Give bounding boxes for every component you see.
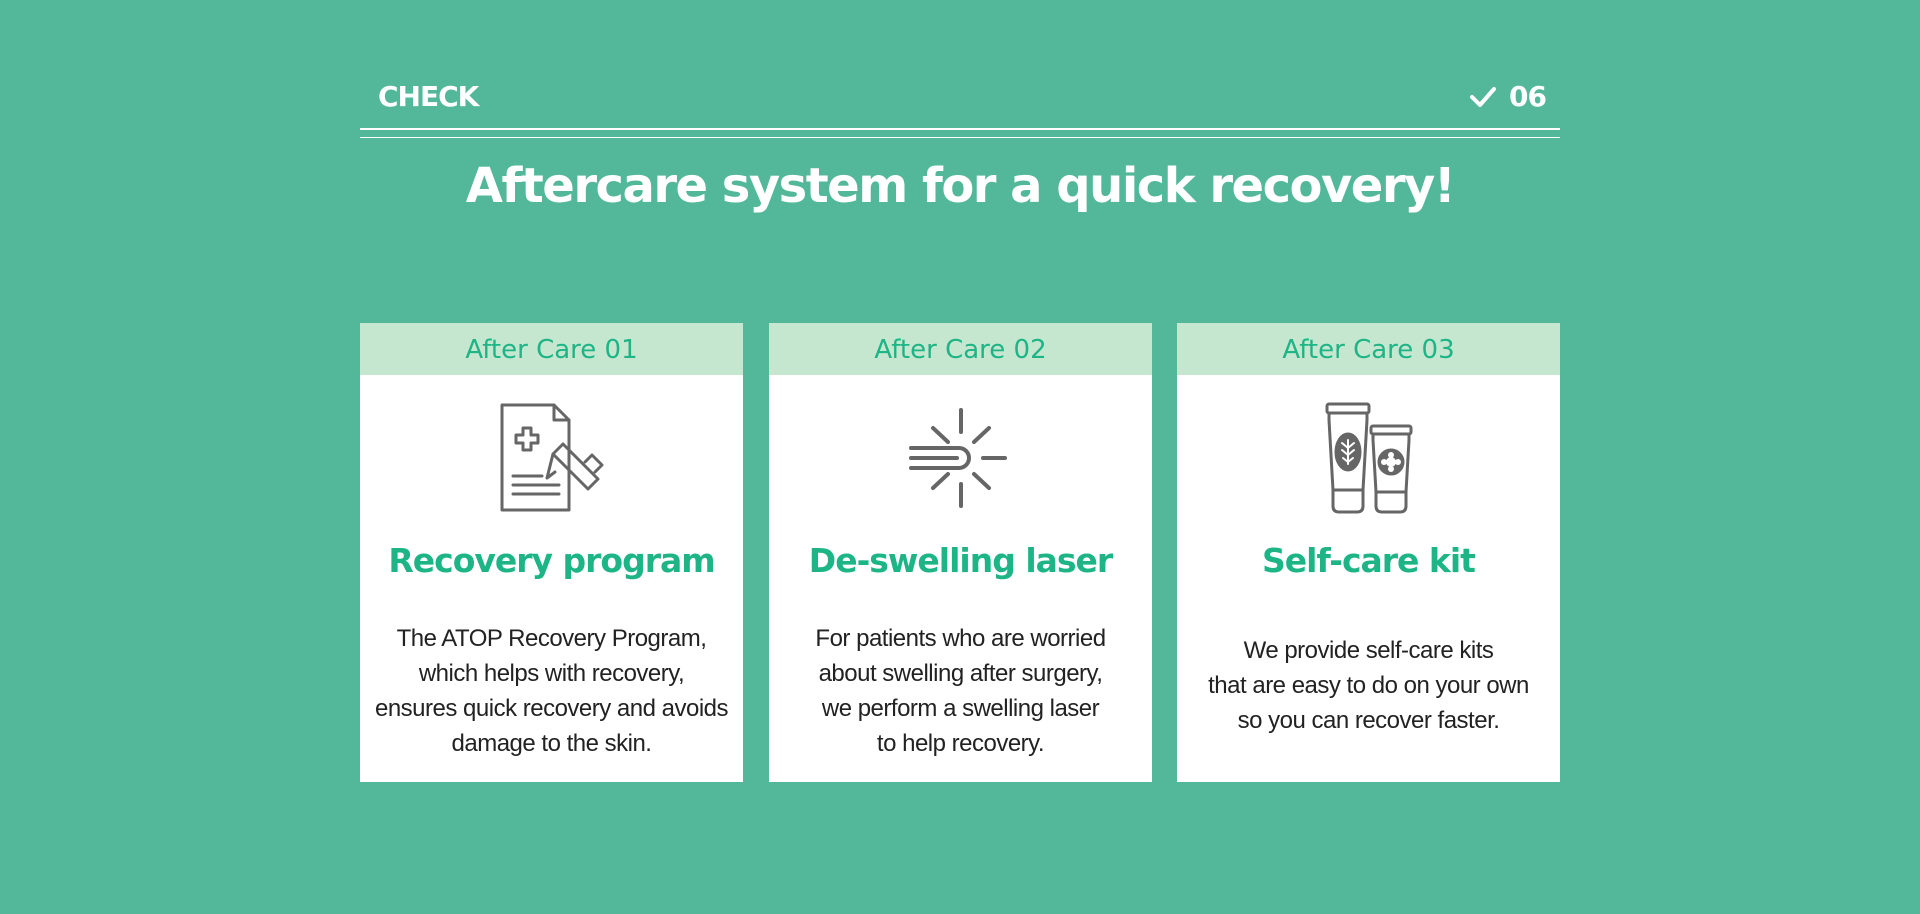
header-rule-top bbox=[360, 128, 1560, 130]
description-line: about swelling after surgery, bbox=[818, 660, 1103, 687]
aftercare-card-1: After Care 01 Recovery program The ATOP … bbox=[360, 323, 743, 782]
laser-burst-icon bbox=[908, 407, 1007, 508]
page-title: Aftercare system for a quick recovery! bbox=[465, 158, 1456, 214]
card-title: De-swelling laser bbox=[808, 541, 1113, 580]
card-header: After Care 02 bbox=[769, 323, 1152, 375]
header-rule-bottom bbox=[360, 137, 1560, 138]
aftercare-card-2: After Care 02 De-swelling laser For pati… bbox=[769, 323, 1152, 782]
card-header: After Care 03 bbox=[1177, 323, 1560, 375]
description-line: so you can recover faster. bbox=[1237, 707, 1500, 734]
checkmark-icon bbox=[1470, 86, 1497, 107]
description-line: which helps with recovery, bbox=[418, 660, 685, 687]
section-header: CHECK 06 bbox=[360, 70, 1560, 140]
aftercare-card-3: After Care 03 Self-care kit We provide s… bbox=[1177, 323, 1560, 782]
medical-document-pen-icon bbox=[500, 403, 603, 511]
description-line: ensures quick recovery and avoids bbox=[374, 695, 729, 722]
description-line: We provide self-care kits bbox=[1243, 637, 1494, 664]
description-line: to help recovery. bbox=[876, 730, 1045, 757]
check-number-group: 06 bbox=[1469, 80, 1547, 113]
card-title: Recovery program bbox=[388, 541, 715, 580]
description-line: we perform a swelling laser bbox=[821, 695, 1100, 722]
check-label: CHECK bbox=[378, 80, 479, 113]
card-description: We provide self-care kits that are easy … bbox=[1177, 633, 1560, 738]
card-description: For patients who are worried about swell… bbox=[769, 621, 1152, 761]
description-line: damage to the skin. bbox=[451, 730, 652, 757]
cosmetic-tubes-icon bbox=[1325, 402, 1412, 513]
card-title: Self-care kit bbox=[1262, 541, 1476, 580]
description-line: that are easy to do on your own bbox=[1208, 672, 1529, 699]
section-number: 06 bbox=[1509, 80, 1547, 113]
description-line: The ATOP Recovery Program, bbox=[396, 625, 707, 652]
description-line: For patients who are worried bbox=[815, 625, 1106, 652]
card-description: The ATOP Recovery Program, which helps w… bbox=[360, 621, 743, 761]
card-header: After Care 01 bbox=[360, 323, 743, 375]
